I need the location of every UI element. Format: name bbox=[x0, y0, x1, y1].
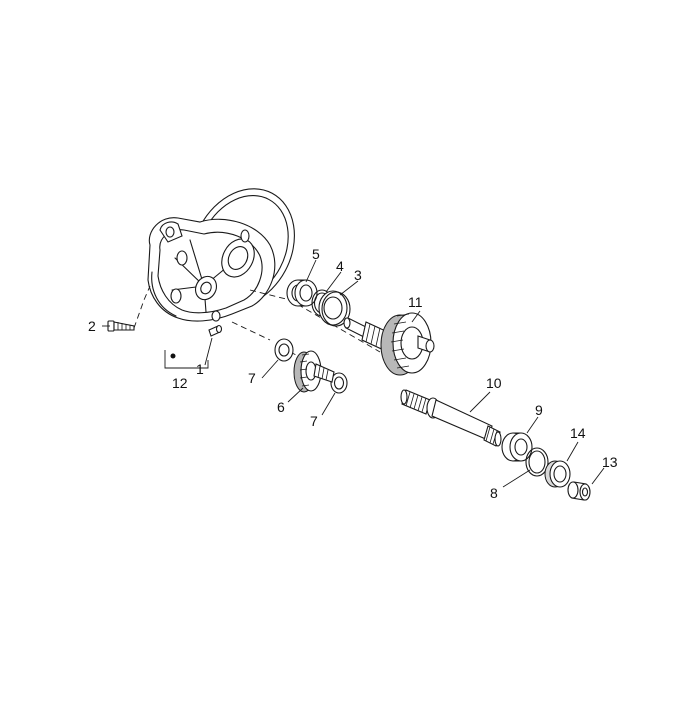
gear-6 bbox=[293, 350, 335, 393]
callout-8: 8 bbox=[490, 485, 498, 501]
dowel-pin bbox=[208, 324, 223, 337]
callout-5: 5 bbox=[312, 246, 320, 262]
screw bbox=[107, 320, 135, 332]
gear-shaft-11 bbox=[343, 312, 435, 376]
washer-7-upper bbox=[274, 338, 294, 362]
leader-lines bbox=[102, 259, 605, 488]
callout-12: 12 bbox=[172, 375, 188, 391]
bearing-9 bbox=[501, 432, 533, 462]
callout-4: 4 bbox=[336, 258, 344, 274]
callout-1: 1 bbox=[196, 361, 204, 377]
washer-3 bbox=[318, 290, 351, 327]
bushing-13 bbox=[567, 481, 591, 501]
callout-14: 14 bbox=[570, 425, 586, 441]
callout-3: 3 bbox=[354, 267, 362, 283]
bearing-5 bbox=[286, 279, 318, 307]
oil-seal-14 bbox=[544, 460, 571, 488]
callout-7-upper: 7 bbox=[248, 370, 256, 386]
callout-11: 11 bbox=[408, 294, 423, 310]
guide-line-screw bbox=[133, 285, 151, 329]
callout-9: 9 bbox=[535, 402, 543, 418]
housing-cover bbox=[147, 188, 295, 322]
callout-7-lower: 7 bbox=[310, 413, 318, 429]
cover-reference-dot bbox=[170, 353, 176, 359]
washer-7-lower bbox=[330, 372, 348, 394]
callout-2: 2 bbox=[88, 318, 96, 334]
callout-10: 10 bbox=[486, 375, 502, 391]
guide-line-cover-lower bbox=[231, 321, 341, 377]
callout-12-bracket bbox=[164, 350, 209, 369]
callout-6: 6 bbox=[277, 399, 285, 415]
callout-13: 13 bbox=[602, 454, 618, 470]
output-shaft-10 bbox=[400, 389, 502, 447]
snap-ring-8 bbox=[525, 447, 549, 477]
